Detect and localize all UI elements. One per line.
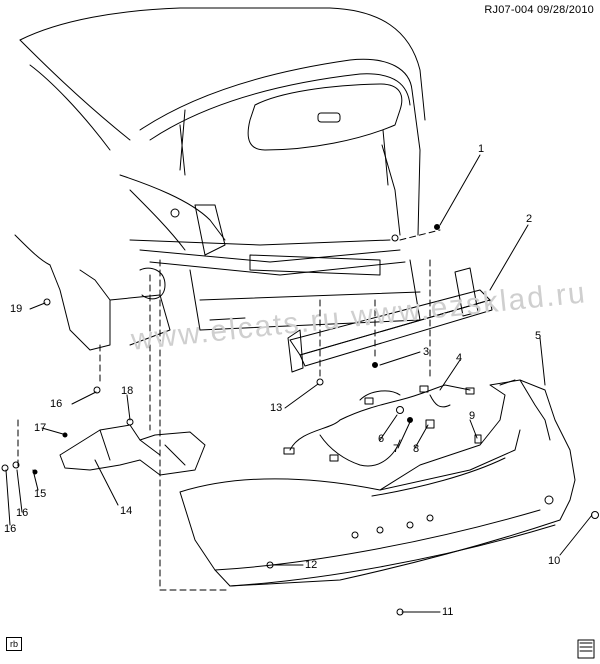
- fasteners: [1, 224, 599, 616]
- callout-10: 10: [548, 555, 561, 567]
- callout-6: 6: [378, 433, 385, 445]
- book-icon: [577, 639, 595, 659]
- callout-16-lower: 16: [4, 523, 17, 535]
- callout-15: 15: [34, 488, 47, 500]
- callout-17: 17: [34, 422, 47, 434]
- callout-13: 13: [270, 402, 283, 414]
- leader-lines: [5, 154, 593, 613]
- callout-4: 4: [456, 352, 463, 364]
- callout-12: 12: [305, 559, 318, 571]
- bumper-fascia-part-5: [179, 379, 576, 587]
- callout-14: 14: [120, 505, 133, 517]
- alignment-lines: [17, 229, 441, 591]
- side-bracket-part-14: [59, 424, 206, 476]
- callout-11: 11: [442, 606, 454, 618]
- car-body: [14, 7, 426, 351]
- diagram-code: RJ07-004 09/28/2010: [484, 4, 594, 16]
- callout-7: 7: [393, 443, 400, 455]
- callout-19: 19: [10, 303, 23, 315]
- callout-9: 9: [469, 410, 476, 422]
- callout-3: 3: [423, 346, 430, 358]
- impact-bar-part-2: [287, 267, 493, 373]
- callout-1: 1: [478, 143, 485, 155]
- callout-18: 18: [121, 385, 134, 397]
- callout-8: 8: [413, 443, 420, 455]
- callout-5: 5: [535, 330, 542, 342]
- wiring-harness-part-4: [283, 384, 475, 467]
- callout-2: 2: [526, 213, 533, 225]
- callout-16-upper: 16: [50, 398, 63, 410]
- callout-16-middle: 16: [16, 507, 29, 519]
- footer-tag: rb: [6, 637, 23, 651]
